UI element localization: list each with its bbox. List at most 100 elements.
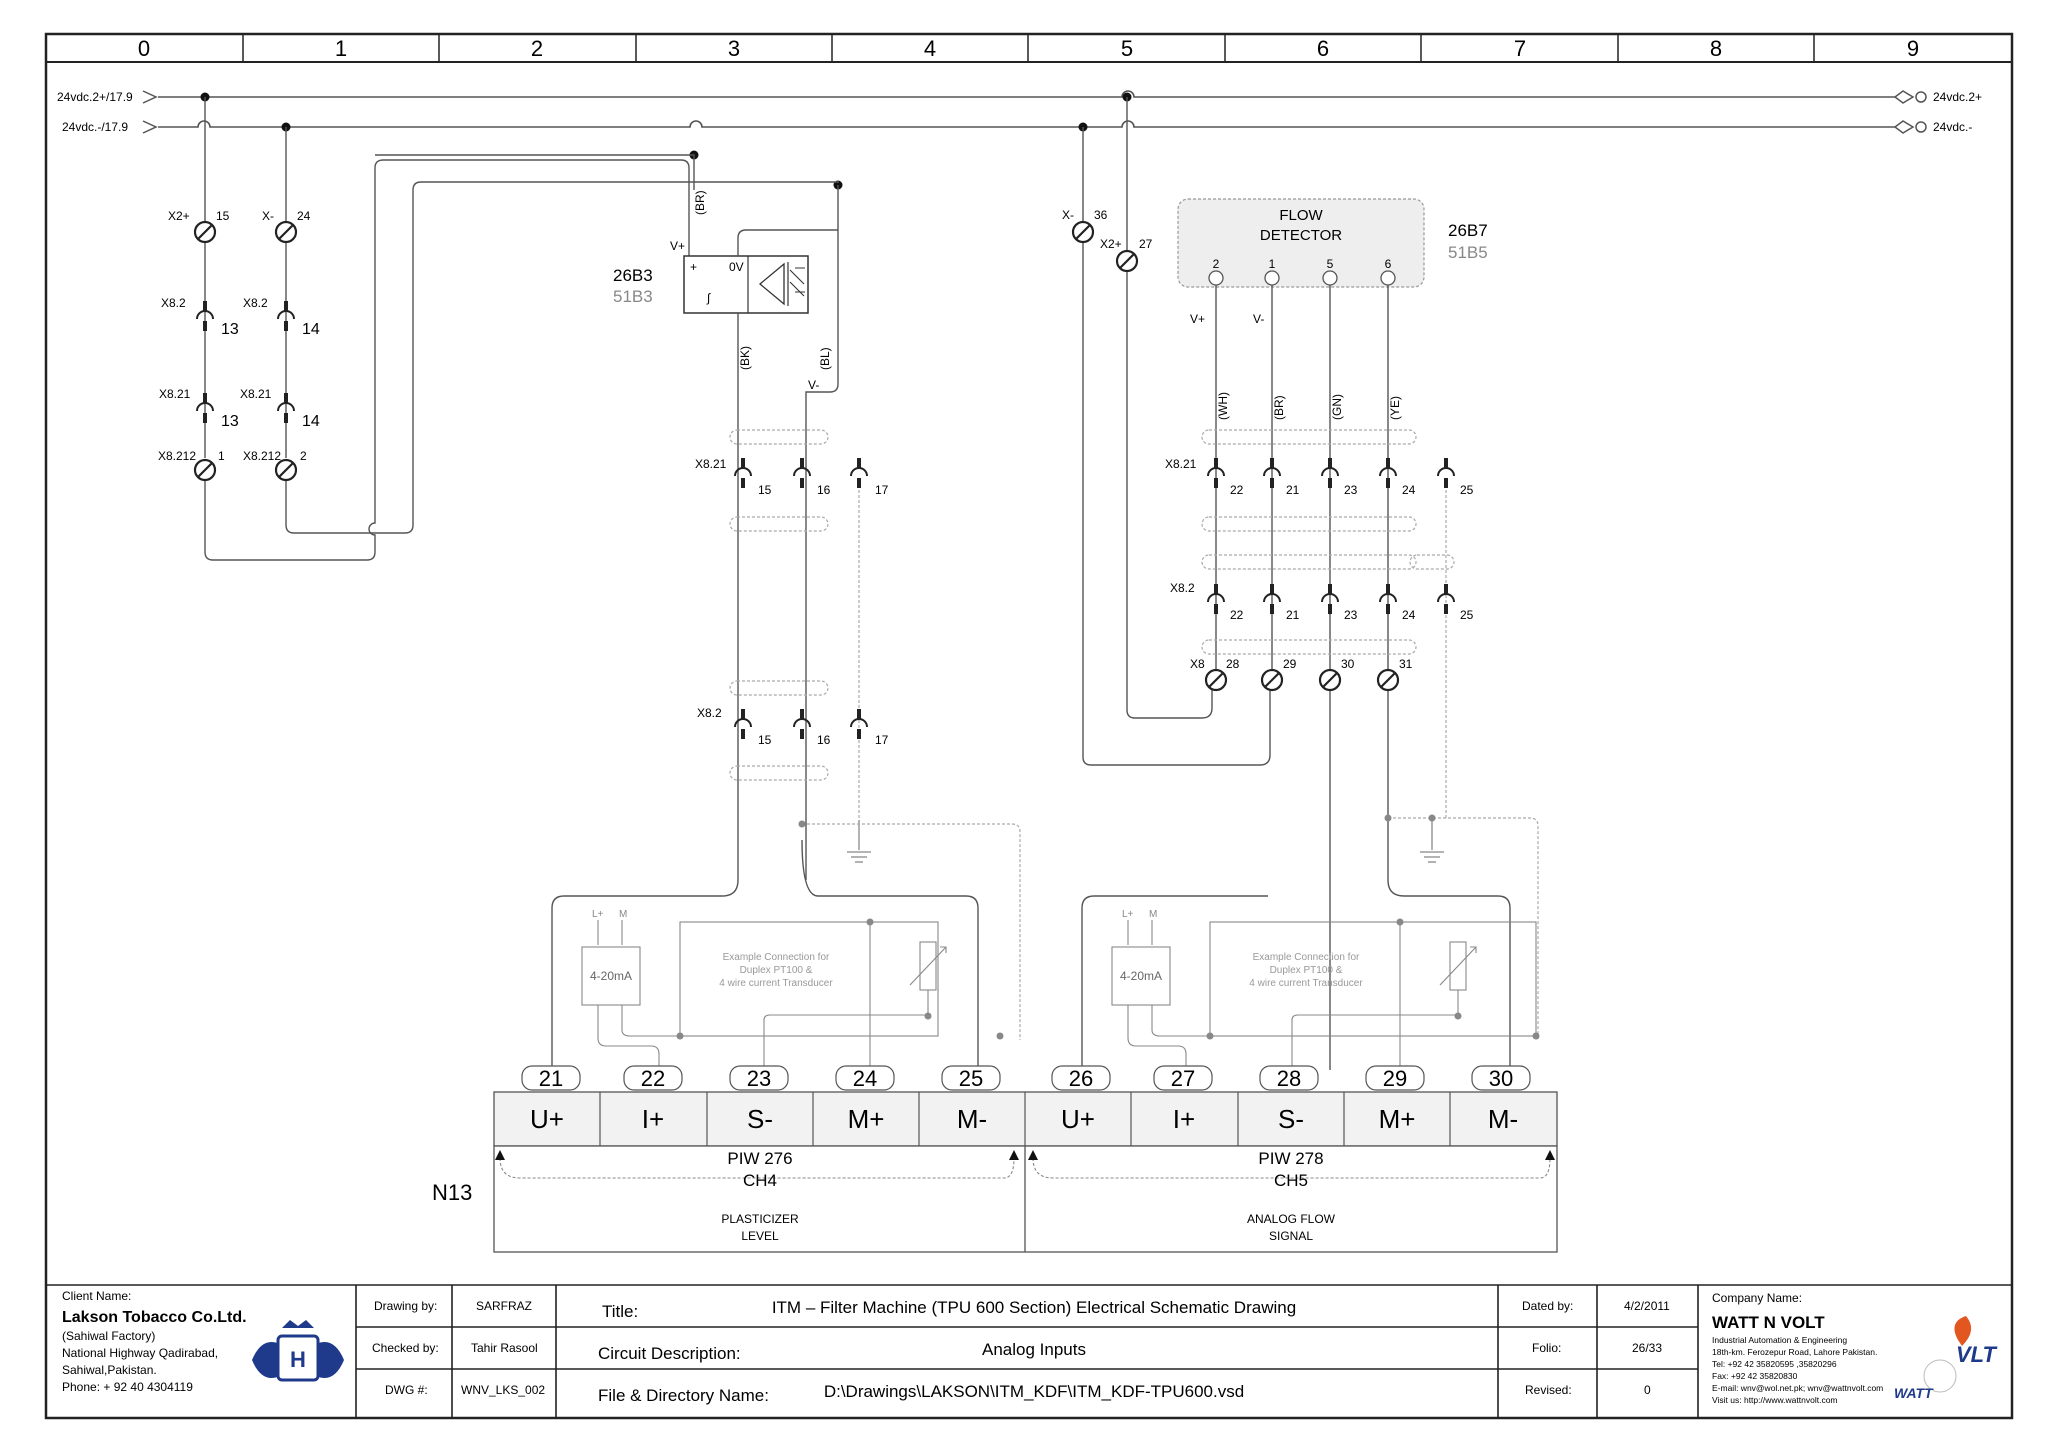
- wire-label-bl: (BL): [818, 347, 832, 370]
- terminal-x-minus-36: [1071, 220, 1095, 244]
- label-x2p: X2+: [168, 209, 190, 223]
- terminal-x8-31: [1376, 668, 1400, 692]
- example-ch5-2: Duplex PT100 &: [1270, 965, 1343, 976]
- folio-value: 26/33: [1632, 1341, 1662, 1355]
- label-fd-xm: X-: [1062, 208, 1074, 222]
- label-rt-a2: 23: [1344, 483, 1358, 497]
- example-ch4-3: 4 wire current Transducer: [719, 978, 833, 989]
- label-rt-c0: 28: [1226, 657, 1240, 671]
- column-label-3: 3: [728, 36, 740, 61]
- column-label-1: 1: [335, 36, 347, 61]
- label-mid-17: 17: [875, 483, 889, 497]
- checked-by-value: Tahir Rasool: [471, 1341, 538, 1355]
- label-rt-c3: 31: [1399, 657, 1413, 671]
- label-xm-num: 24: [297, 209, 311, 223]
- column-label-4: 4: [924, 36, 936, 61]
- company-line-4: Fax: +92 42 35820830: [1712, 1371, 1798, 1381]
- label-26b3-vplus: V+: [670, 239, 685, 253]
- example-ch4-1: Example Connection for: [723, 952, 830, 963]
- company-logo-icon: VLT WATT: [1894, 1316, 1997, 1401]
- label-rt-c2: 30: [1341, 657, 1355, 671]
- pin-lbl-5: U+: [1061, 1104, 1095, 1134]
- file-value: D:\Drawings\LAKSON\ITM_KDF\ITM_KDF-TPU60…: [824, 1382, 1244, 1401]
- label-n13-b: 13: [221, 413, 239, 430]
- label-x82-a: X8.2: [161, 296, 186, 310]
- pin-lbl-8: M+: [1379, 1104, 1416, 1134]
- pin-num-6: 27: [1171, 1066, 1195, 1091]
- pin-num-1: 22: [641, 1066, 665, 1091]
- fd-pin-0: 2: [1213, 257, 1220, 271]
- client-logo-letter: H: [290, 1347, 306, 1372]
- module-n13: [493, 1065, 1558, 1253]
- left-terminals: [193, 220, 298, 482]
- terminal-x8-28: [1204, 668, 1228, 692]
- drawing-by-value: SARFRAZ: [476, 1299, 532, 1313]
- ch5-ch: CH5: [1274, 1171, 1308, 1190]
- label-26b3-0v: 0V: [729, 260, 744, 274]
- column-dividers: [242, 34, 1815, 62]
- client-line-4: Phone: + 92 40 4304119: [62, 1380, 193, 1394]
- dated-label: Dated by:: [1522, 1299, 1573, 1313]
- label-ch4-m: M: [619, 909, 627, 920]
- ch4-module-wires: [551, 839, 979, 1070]
- label-x8212-a: X8.212: [158, 449, 196, 463]
- ref-26b7: 51B5: [1448, 243, 1488, 262]
- rail-left-neg: 24vdc.-/17.9: [62, 120, 128, 134]
- company-line-5: E-mail: wnv@wol.net.pk; wnv@wattnvolt.co…: [1712, 1383, 1883, 1393]
- client-name: Lakson Tobacco Co.Ltd.: [62, 1309, 247, 1326]
- sensor-26b3: [683, 255, 809, 314]
- transducer-ch5: [1111, 946, 1171, 1006]
- power-rails: [158, 90, 1895, 128]
- wire-label-wh: (WH): [1216, 392, 1230, 420]
- plug-x82-17: [850, 708, 868, 740]
- label-ch5-m: M: [1149, 909, 1157, 920]
- file-label: File & Directory Name:: [598, 1386, 769, 1405]
- pin-lbl-1: I+: [642, 1104, 664, 1134]
- rail-right-neg: 24vdc.-: [1933, 120, 1972, 134]
- label-ch4-ma: 4-20mA: [590, 969, 632, 983]
- fd-pin-2: 5: [1327, 257, 1334, 271]
- label-ch5-lp: L+: [1122, 909, 1134, 920]
- terminal-x2-plus-15: [193, 220, 217, 244]
- company-name: WATT N VOLT: [1712, 1313, 1825, 1332]
- folio-label: Folio:: [1532, 1341, 1561, 1355]
- tag-26b3: 26B3: [613, 266, 653, 285]
- company-label: Company Name:: [1712, 1291, 1802, 1305]
- ch5-bridges: [1201, 429, 1455, 820]
- fd-pin-3: 6: [1385, 257, 1392, 271]
- label-rt-a1: 21: [1286, 483, 1300, 497]
- revised-label: Revised:: [1525, 1383, 1572, 1397]
- module-tag: N13: [432, 1180, 472, 1205]
- label-mid-x821: X8.21: [695, 457, 727, 471]
- ch4-desc-1: PLASTICIZER: [721, 1212, 799, 1226]
- label-mid-x82: X8.2: [697, 706, 722, 720]
- label-fd-vplus: V+: [1190, 312, 1205, 326]
- pin-num-9: 30: [1489, 1066, 1513, 1091]
- label-rt-x821: X8.21: [1165, 457, 1197, 471]
- label-fd-xm-num: 36: [1094, 208, 1108, 222]
- label-ch5-ma: 4-20mA: [1120, 969, 1162, 983]
- ref-26b3: 51B3: [613, 287, 653, 306]
- pin-num-2: 23: [747, 1066, 771, 1091]
- pin-lbl-3: M+: [848, 1104, 885, 1134]
- label-rt-a0: 22: [1230, 483, 1244, 497]
- label-rt-a3: 24: [1402, 483, 1416, 497]
- label-x8212-b: X8.212: [243, 449, 281, 463]
- drawing-by-label: Drawing by:: [374, 1299, 437, 1313]
- company-logo-volt: VLT: [1956, 1342, 1997, 1367]
- plug-x821-17: [850, 457, 868, 489]
- terminal-x8-29: [1260, 668, 1284, 692]
- pin-lbl-6: I+: [1173, 1104, 1195, 1134]
- label-x821-b: X8.21: [240, 387, 272, 401]
- plug-fd-x82-25: [1437, 583, 1455, 615]
- label-rt-b2: 23: [1344, 608, 1358, 622]
- title-label: Title:: [602, 1302, 638, 1321]
- wire-label-gn: (GN): [1330, 394, 1344, 420]
- pin-num-5: 26: [1069, 1066, 1093, 1091]
- wire-label-bk: (BK): [738, 346, 752, 370]
- rail-right-pos: 24vdc.2+: [1933, 90, 1982, 104]
- column-label-5: 5: [1121, 36, 1133, 61]
- pin-lbl-7: S-: [1278, 1104, 1304, 1134]
- pin-lbl-4: M-: [957, 1104, 987, 1134]
